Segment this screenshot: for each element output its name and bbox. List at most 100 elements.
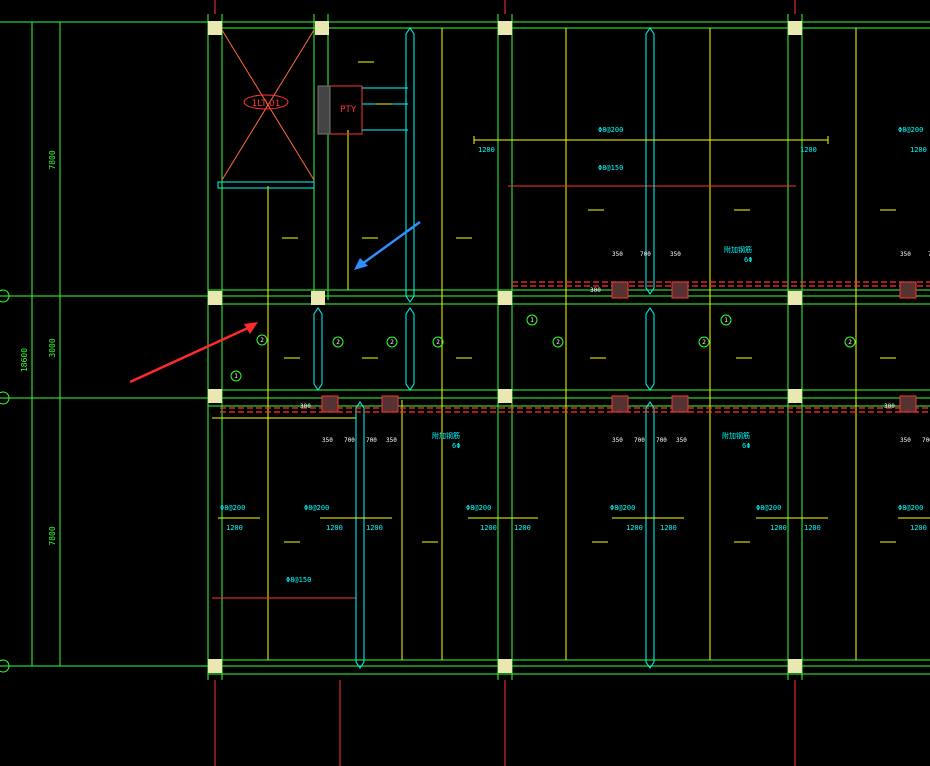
bottom-rebar-notes: Φ8@200 Φ8@200 Φ8@200 Φ8@200 Φ8@200 Φ8@200 1200…: [218, 504, 930, 584]
dim-350: 350: [386, 437, 397, 444]
dim-1200: 1200: [660, 524, 677, 532]
circle-marker: [844, 336, 856, 348]
circle-marker-label: 2: [848, 339, 852, 346]
dim-300: 300: [590, 287, 601, 294]
column: [788, 389, 802, 403]
dim-700: 700: [656, 437, 667, 444]
circle-marker: [432, 336, 444, 348]
dim-1200: 1200: [770, 524, 787, 532]
dim-700: 700: [922, 437, 930, 444]
slab-note-top: 附加钢筋: [432, 431, 460, 440]
dimension-total: 18600: [20, 348, 29, 372]
pty-column-hatch: [317, 85, 331, 135]
long-rebar-note: Φ8@200: [220, 504, 245, 512]
columns: [208, 21, 917, 673]
top-dimension-bar: [473, 136, 829, 144]
column: [498, 659, 512, 673]
circle-marker-label: 2: [260, 337, 264, 344]
red-arrow: [129, 322, 258, 384]
axis-extension-lines: [214, 0, 796, 766]
dim-300: 300: [884, 403, 895, 410]
slab-note-bottom: 6Φ: [744, 256, 752, 264]
dim-350: 350: [322, 437, 333, 444]
circle-marker: [526, 314, 538, 326]
dim-1200-right-edge: 1200: [910, 146, 927, 154]
circle-marker: [698, 336, 710, 348]
dim-1200: 1200: [626, 524, 643, 532]
circle-marker-label: 1: [530, 317, 534, 324]
mid-dimension-labels: 350 700 350 350 700 350 350 700 700 350 350 700 700 3…: [300, 245, 930, 450]
circle-marker: [720, 314, 732, 326]
dim-1200: 1200: [226, 524, 243, 532]
long-rebar-note: Φ8@200: [756, 504, 781, 512]
long-rebar-note-right: Φ8@200: [898, 126, 923, 134]
blue-arrow: [354, 220, 421, 270]
hidden-column: [671, 281, 689, 299]
long-rebar-note: Φ8@200: [466, 504, 491, 512]
dimension-bay-top: 7800: [48, 150, 57, 169]
hidden-column: [671, 395, 689, 413]
circle-marker-label: 2: [336, 339, 340, 346]
axis-lines: [0, 14, 930, 680]
column: [208, 21, 222, 35]
dim-1200-top-right: 1200: [800, 146, 817, 154]
circle-marker-label: 2: [436, 339, 440, 346]
dim-1200: 1200: [804, 524, 821, 532]
dim-350: 350: [900, 437, 911, 444]
dim-350: 350: [900, 251, 911, 258]
hidden-column: [321, 395, 339, 413]
column: [498, 389, 512, 403]
dim-1200: 1200: [514, 524, 531, 532]
dimension-bay-middle: 3000: [48, 338, 57, 357]
dim-700: 700: [928, 251, 930, 258]
stair-landing-rebar: [217, 181, 315, 189]
dim-1200: 1200: [366, 524, 383, 532]
circle-marker-label: 1: [234, 373, 238, 380]
slab-direction-ticks: [282, 61, 896, 543]
short-rebar-note-bottom: Φ8@150: [286, 576, 311, 584]
pty-column-tag: PTY: [340, 105, 357, 115]
column: [208, 659, 222, 673]
circle-marker-label: 2: [702, 339, 706, 346]
vertical-rebars: [313, 27, 655, 669]
dim-700: 700: [344, 437, 355, 444]
circle-marker: [332, 336, 344, 348]
hidden-column: [611, 395, 629, 413]
column: [311, 291, 325, 305]
stair-tag: 1LT-01: [252, 99, 281, 109]
column: [208, 389, 222, 403]
circle-marker: [230, 370, 242, 382]
column: [498, 291, 512, 305]
hidden-column: [899, 395, 917, 413]
long-rebar-note: Φ8@200: [898, 504, 923, 512]
circle-marker: [552, 336, 564, 348]
circle-marker-label: 1: [724, 317, 728, 324]
column: [788, 291, 802, 305]
circle-marker: [386, 336, 398, 348]
hidden-column: [611, 281, 629, 299]
slab-note-top: 附加钢筋: [724, 245, 752, 254]
column: [788, 21, 802, 35]
long-rebar-note: Φ8@200: [610, 504, 635, 512]
dim-350: 350: [676, 437, 687, 444]
dim-1200: 1200: [910, 524, 927, 532]
dim-700: 700: [640, 251, 651, 258]
slab-note-top: 附加钢筋: [722, 431, 750, 440]
dim-1200-top-left: 1200: [478, 146, 495, 154]
column: [788, 659, 802, 673]
dim-300: 300: [300, 403, 311, 410]
dim-1200: 1200: [480, 524, 497, 532]
dimension-bay-bottom: 7800: [48, 526, 57, 545]
long-rebar-note: Φ8@200: [304, 504, 329, 512]
column: [315, 21, 329, 35]
dim-350: 350: [612, 437, 623, 444]
long-rebar-note-top: Φ8@200: [598, 126, 623, 134]
slab-note-bottom: 6Φ: [742, 442, 750, 450]
dim-350: 350: [670, 251, 681, 258]
circle-marker-label: 2: [390, 339, 394, 346]
dim-700: 700: [366, 437, 377, 444]
slab-note-bottom: 6Φ: [452, 442, 460, 450]
left-dimension-chain: [0, 21, 70, 673]
